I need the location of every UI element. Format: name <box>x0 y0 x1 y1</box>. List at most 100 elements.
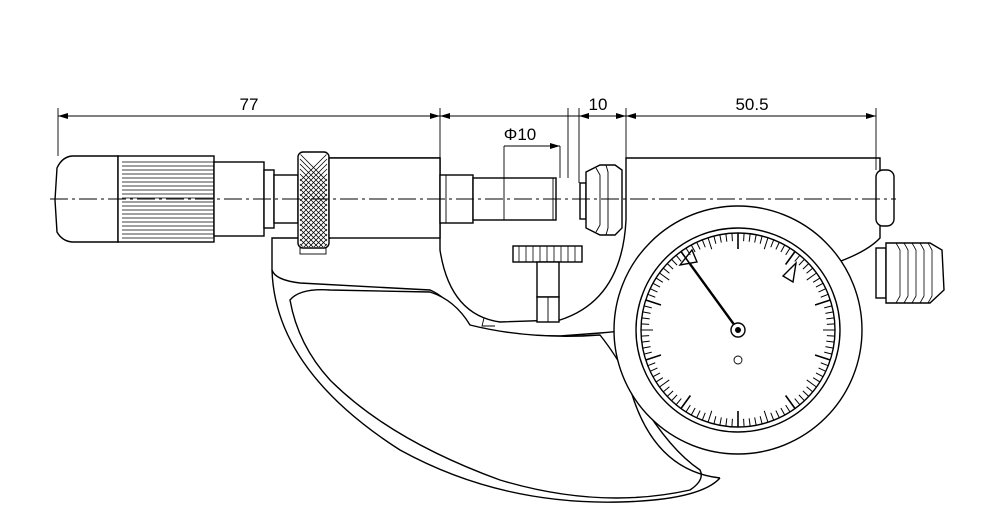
dial-tick <box>826 323 835 325</box>
dial-tick <box>743 233 745 242</box>
dial-tick <box>713 235 717 244</box>
lock-knurl-line <box>299 183 328 212</box>
dial-tick <box>643 305 652 309</box>
dial-tick <box>662 386 670 393</box>
dial-tick <box>655 277 664 283</box>
dial-tick <box>806 267 814 274</box>
lock-knurl-line <box>299 173 328 202</box>
lock-knurl-line <box>299 203 328 232</box>
dial-tick <box>655 377 664 383</box>
lock-knurl-line <box>299 158 328 187</box>
dial-tick <box>818 367 826 372</box>
dial-tick <box>650 288 658 293</box>
limit-mark-right <box>781 260 798 284</box>
dial-tick <box>814 354 831 361</box>
dial-tick <box>642 346 651 349</box>
lock-knurl-line <box>299 238 328 247</box>
range-thread-line <box>927 242 933 304</box>
dial-tick <box>775 242 780 250</box>
lock-knurl-line <box>299 223 328 247</box>
dial-tick <box>820 362 829 367</box>
dial-tick <box>826 317 835 320</box>
dial-tick <box>798 258 805 266</box>
dial-pointer <box>688 262 739 331</box>
dial-tick <box>671 258 678 266</box>
lock-knurl-line <box>299 208 328 237</box>
lock-knurl-line <box>299 228 328 247</box>
dial-tick <box>780 407 786 416</box>
release-button-knurl <box>518 246 576 262</box>
dial-tick <box>731 418 733 427</box>
dim-anvil-gap: 10 <box>589 95 608 114</box>
dial-tick <box>806 379 817 388</box>
dial-tick <box>642 311 651 314</box>
anvil-ring-1 <box>595 167 601 233</box>
dial-tick <box>645 299 662 306</box>
dial-tick <box>680 395 692 409</box>
lock-base <box>299 247 327 255</box>
dial-pivot-hole <box>733 355 743 365</box>
dial-tick <box>802 390 810 397</box>
dial-tick <box>675 254 682 262</box>
range-thread-line <box>911 242 917 304</box>
dial-tick <box>725 418 728 427</box>
dial-tick <box>826 335 835 337</box>
dial-tick <box>824 351 833 355</box>
dial-tick <box>748 233 751 242</box>
dial-tick <box>731 233 733 242</box>
thimble-knurl <box>122 161 214 239</box>
dial-tick <box>650 367 658 372</box>
dial-tick <box>690 407 696 416</box>
dial-tick <box>641 317 650 320</box>
dial-graduations <box>641 233 835 427</box>
lock-knurl-line <box>299 218 328 247</box>
lock-knurl-line <box>299 198 328 227</box>
dial-tick <box>784 395 796 409</box>
dial-tick <box>763 237 769 250</box>
lock-knurl-line <box>299 168 328 197</box>
dial-ring <box>635 227 841 433</box>
lock-knurl-line <box>299 163 328 192</box>
lock-knurl-line <box>299 213 328 242</box>
lock-knurl-line <box>299 233 328 247</box>
dial-tick <box>743 418 745 427</box>
frame-lower-curve <box>271 269 721 503</box>
dial-tick <box>763 410 769 423</box>
anvil-ring-2 <box>605 164 609 236</box>
dial-tick <box>754 417 757 426</box>
frame-grip <box>289 289 702 499</box>
dial-tick <box>785 404 791 413</box>
range-thread-line <box>903 242 909 304</box>
lock-knob-knurl <box>299 153 328 247</box>
dial-tick <box>701 239 706 248</box>
dial-tick <box>707 237 713 250</box>
dial-tick <box>725 233 728 242</box>
dial-tick <box>825 346 834 349</box>
dial-tick <box>671 394 678 402</box>
dial-tick <box>662 267 670 274</box>
dial-tick <box>770 239 775 248</box>
lock-knurl-line <box>299 193 328 222</box>
lock-knurl-line <box>299 188 328 217</box>
dial-tick <box>659 272 670 281</box>
lock-knurl-line <box>299 153 328 182</box>
dial-tick <box>641 335 650 337</box>
dial-tick <box>719 234 722 243</box>
dial-tick <box>824 305 833 309</box>
dial-tick <box>641 340 650 343</box>
dial-tick <box>794 398 801 406</box>
dial-tick <box>794 254 801 262</box>
range-thread-line <box>919 242 925 304</box>
dial-tick <box>690 244 696 253</box>
dial-tick <box>780 244 786 253</box>
dial-tick <box>770 412 775 421</box>
dial-tick <box>798 394 805 402</box>
dial-tick <box>666 390 674 397</box>
dial-tick <box>675 398 682 406</box>
dial-tick <box>685 404 691 413</box>
dial-tick <box>812 377 821 383</box>
dial-tick <box>815 372 824 378</box>
dim-spindle-diameter: Φ10 <box>504 125 536 144</box>
dial-tick <box>802 263 810 270</box>
